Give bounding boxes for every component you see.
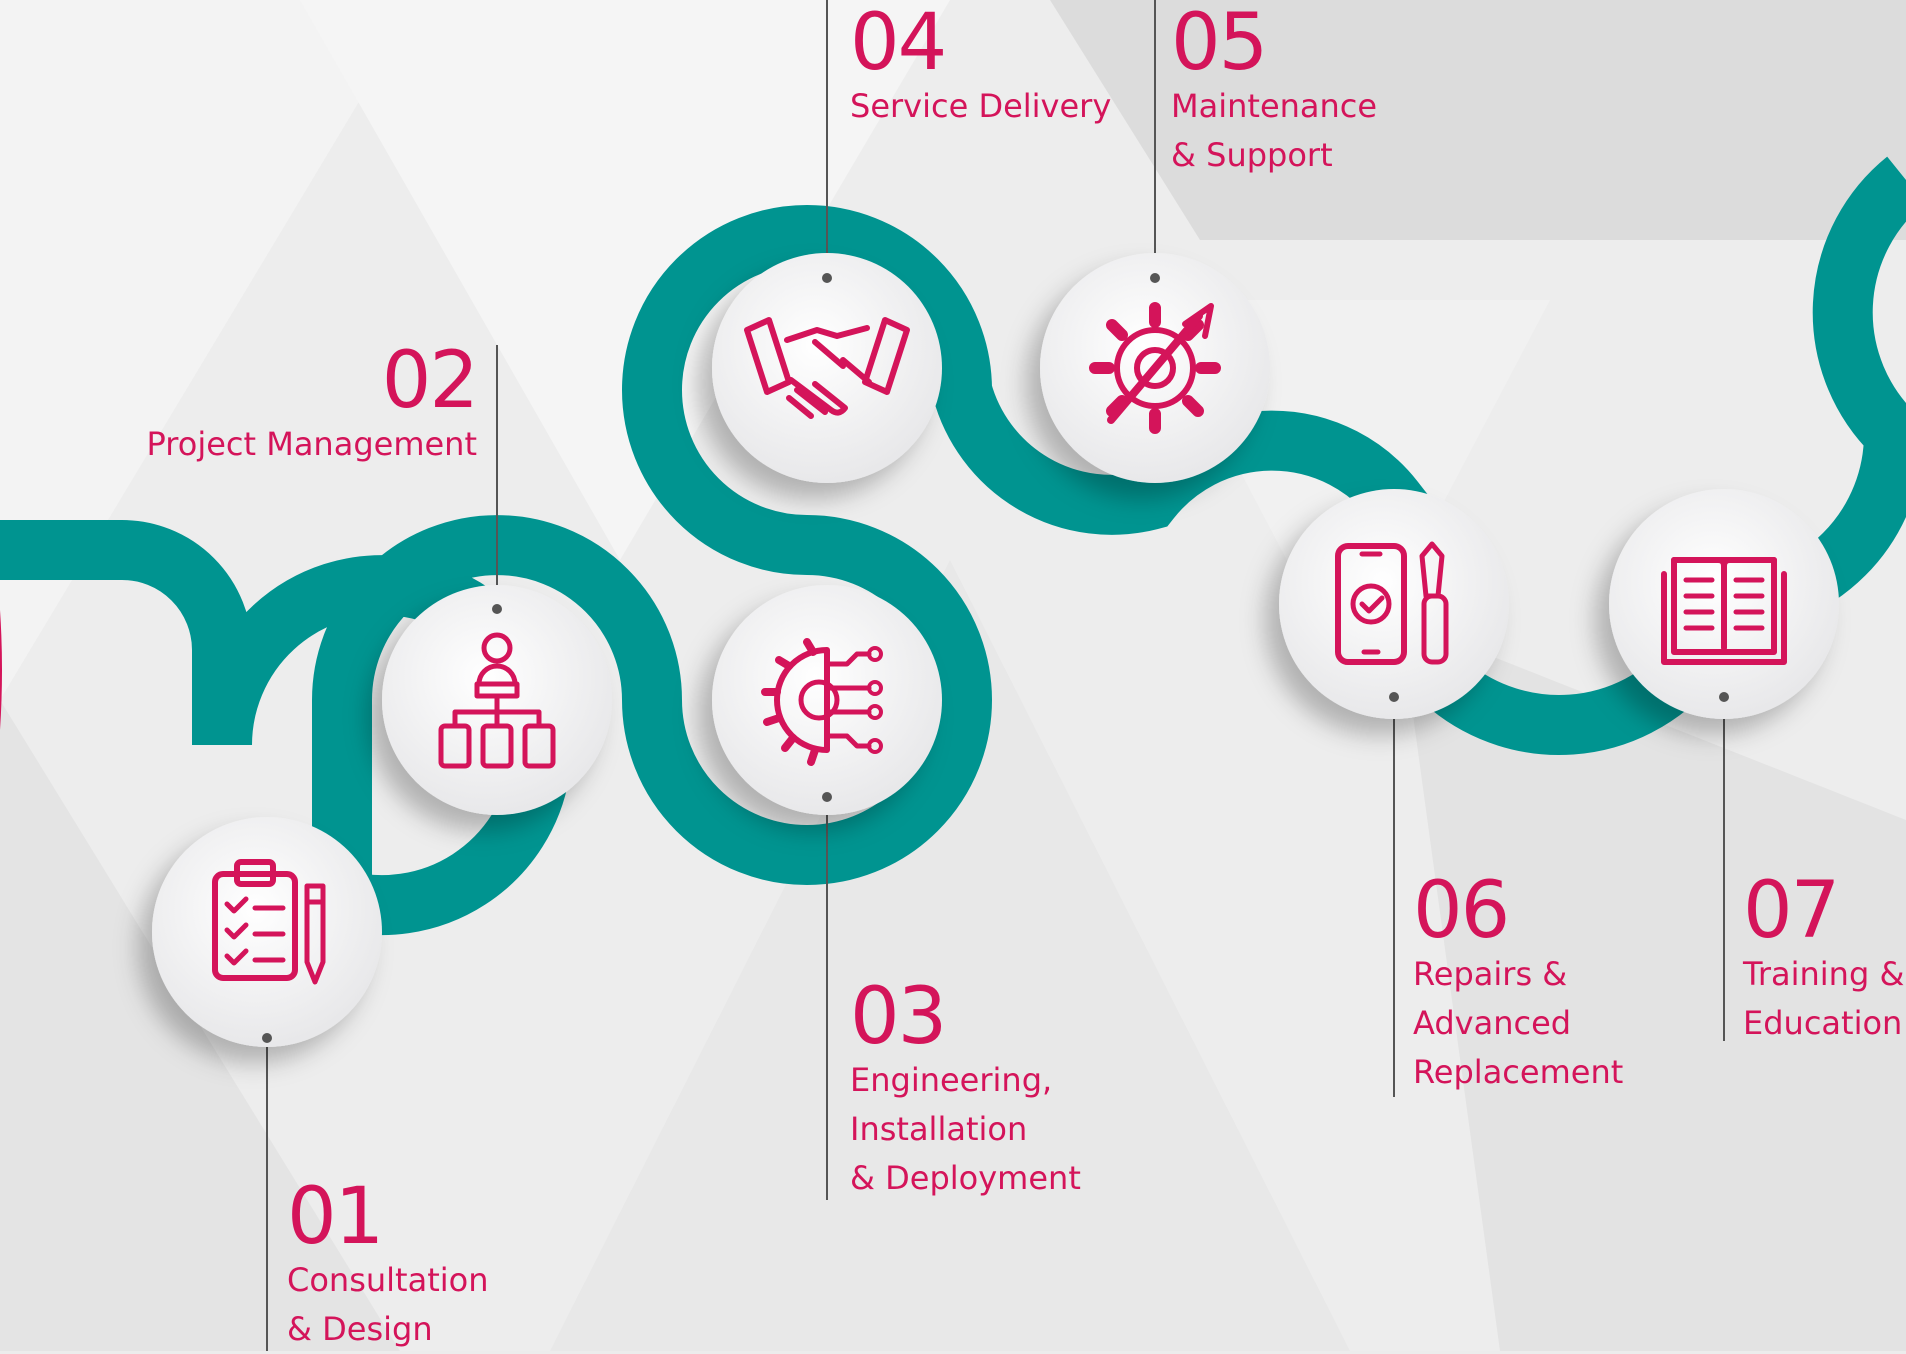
step-7-number: 07 [1743,866,1840,956]
step-5-title-line: & Support [1171,136,1333,174]
step-6-title-line: Advanced [1413,1004,1572,1042]
open-book-icon [1661,557,1787,665]
step-5-node [1040,253,1270,483]
step-7-node [1609,489,1839,719]
step-3-title-line: Engineering, [850,1061,1053,1099]
step-2-title-line: Project Management [146,425,477,463]
step-4-circle [712,253,942,483]
step-6-number: 06 [1413,866,1510,956]
step-2-number: 02 [381,336,479,426]
step-3-node [712,585,942,815]
step-5-title-line: Maintenance [1171,87,1378,125]
step-4-title-line: Service Delivery [850,87,1112,125]
step-4-connector-dot [822,273,832,283]
step-3-number: 03 [850,972,947,1062]
org-chart-icon [438,632,556,769]
step-2-connector-dot [492,604,502,614]
step-5-connector-dot [1150,273,1160,283]
step-4-number: 04 [850,0,947,88]
step-7-connector-dot [1719,692,1729,702]
handshake-icon [744,317,910,419]
step-nodes [152,253,1839,1047]
step-2-node [382,585,612,815]
step-1-number: 01 [287,1172,384,1262]
step-1-connector-dot [262,1033,272,1043]
step-6-title-line: Repairs & [1413,955,1568,993]
step-1-title-line: Consultation [287,1261,489,1299]
step-6-title-line: Replacement [1413,1053,1624,1091]
step-4-node [712,253,942,483]
step-3-title-line: Installation [850,1110,1028,1148]
step-3-title-line: & Deployment [850,1159,1081,1197]
circuit-gear-icon [761,638,883,766]
step-7-title-line: Education [1743,1004,1903,1042]
step-6-node [1279,489,1509,719]
step-1-title-line: & Design [287,1310,433,1348]
step-1-node [152,817,382,1047]
gear-wrench-icon [1089,302,1221,434]
clipboard-checklist-icon [212,859,326,985]
step-6-connector-dot [1389,692,1399,702]
connector-lines [266,0,1725,1351]
phone-screwdriver-icon [1335,541,1449,665]
step-5-number: 05 [1171,0,1268,88]
step-6-circle [1279,489,1509,719]
step-7-title-line: Training & [1743,955,1905,993]
step-3-connector-dot [822,792,832,802]
